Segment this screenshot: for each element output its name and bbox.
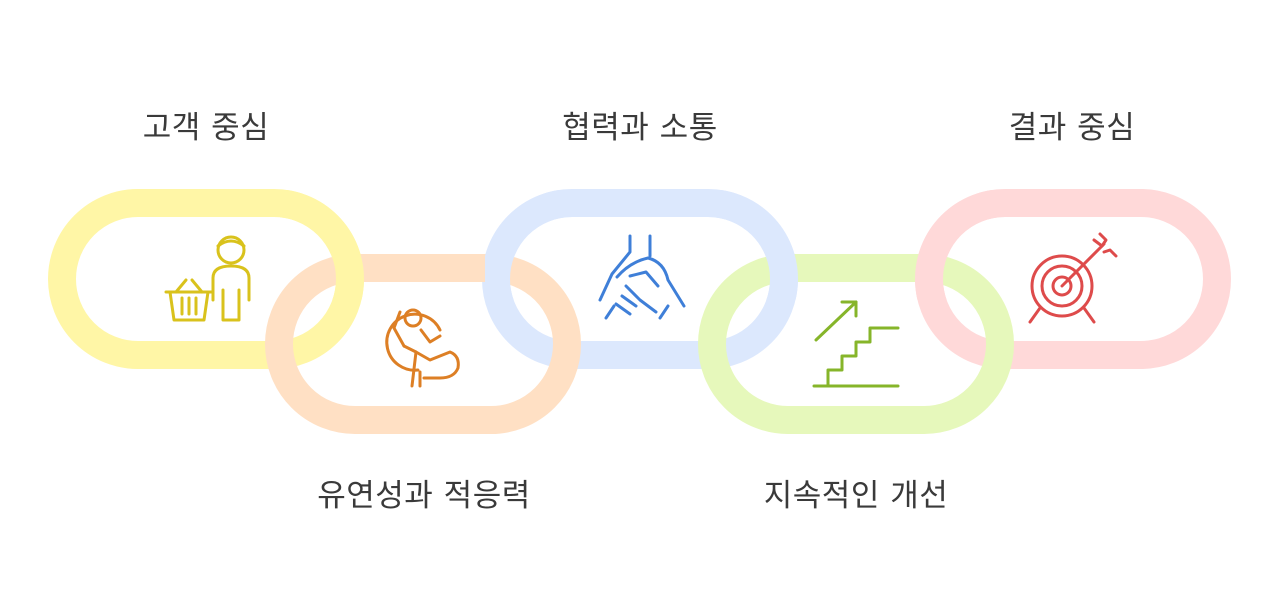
chain-link-flexibility (265, 254, 581, 434)
handshake-icon (598, 234, 686, 320)
target-icon (1028, 232, 1118, 324)
chain-overlap-4 (915, 190, 1005, 300)
step-label-flexibility: 유연성과 적응력 (317, 478, 531, 514)
step-label-collaboration: 협력과 소통 (562, 110, 718, 146)
step-label-customer-focus: 고객 중심 (142, 110, 270, 146)
chain-overlap-1 (280, 190, 364, 300)
chain-overlap-3 (700, 190, 798, 300)
chain-link-improvement (698, 254, 1014, 434)
customer-basket-icon (164, 235, 251, 322)
step-label-results: 결과 중심 (1008, 110, 1136, 146)
step-label-improvement: 지속적인 개선 (763, 478, 949, 514)
stairs-arrow-icon (812, 300, 900, 388)
flexible-person-icon (385, 308, 460, 388)
chain-overlap-2 (485, 190, 585, 300)
